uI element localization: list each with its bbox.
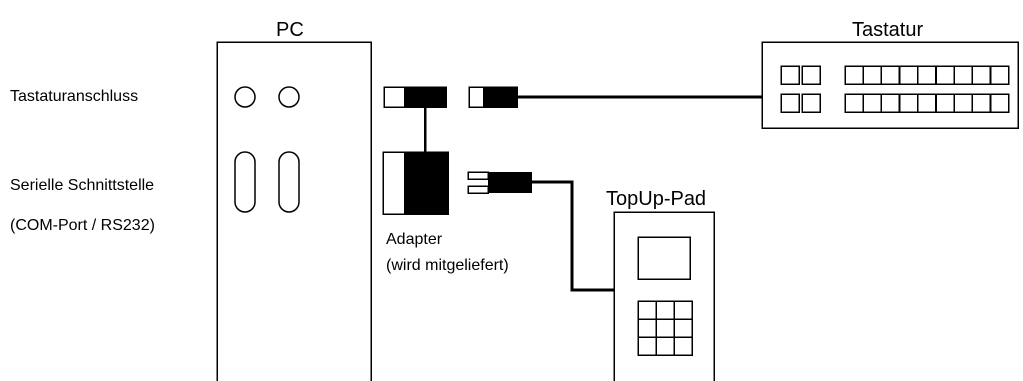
keyboard-key <box>880 93 901 113</box>
topup-pad-label: TopUp-Pad <box>606 188 707 210</box>
topup-pad-key <box>673 336 693 356</box>
adapter-label-line2: (wird mitgeliefert) <box>386 257 509 274</box>
keyboard-key <box>953 65 973 85</box>
topup-pad-key <box>637 336 657 356</box>
topup-pad-display <box>637 236 691 280</box>
serial-port-socket-left <box>234 151 256 213</box>
pc-label: PC <box>276 19 304 41</box>
keyboard-port-sockets <box>234 86 300 108</box>
pad-cable <box>532 180 614 292</box>
keyboard-key <box>935 65 955 85</box>
keyboard-key <box>917 65 937 85</box>
adapter-serial-plug <box>382 151 449 215</box>
keyboard-key <box>844 93 864 113</box>
keyboard-body <box>761 41 1019 129</box>
keyboard-key <box>971 65 992 85</box>
keyboard-port-socket-right <box>278 86 300 108</box>
keyboard-label: Tastatur <box>852 19 924 41</box>
keyboard-port-socket-left <box>234 86 256 108</box>
keyboard-key <box>844 65 864 85</box>
topup-pad-key <box>637 318 657 338</box>
keyboard-key <box>989 65 1010 85</box>
keyboard-key <box>989 93 1010 113</box>
keyboard-keys <box>780 65 1010 113</box>
keyboard-key <box>801 93 821 113</box>
adapter-label-line1: Adapter <box>386 231 443 248</box>
topup-pad-keypad <box>637 300 693 356</box>
keyboard-key <box>862 93 882 113</box>
topup-pad-key <box>637 300 657 320</box>
keyboard-key <box>935 93 955 113</box>
keyboard-key <box>898 93 919 113</box>
pc-tower <box>216 41 372 381</box>
topup-pad-key <box>673 300 693 320</box>
serial-port-socket-right <box>278 151 300 213</box>
topup-pad-key <box>655 318 675 338</box>
keyboard-key <box>780 93 800 113</box>
keyboard <box>761 41 1019 129</box>
topup-pad <box>613 211 715 381</box>
serial-port-label-line2: (COM-Port / RS232) <box>10 217 155 234</box>
keyboard-port-label: Tastaturanschluss <box>10 88 139 105</box>
adapter-keyboard-plug <box>383 86 447 108</box>
serial-port-label-line1: Serielle Schnittstelle <box>10 177 155 194</box>
pad-cable-plug <box>467 171 532 194</box>
keyboard-key <box>953 93 973 113</box>
topup-pad-key <box>673 318 693 338</box>
topup-pad-body <box>613 211 715 381</box>
keyboard-cable-plug <box>468 86 518 108</box>
keyboard-key <box>801 65 821 85</box>
keyboard-key <box>917 93 937 113</box>
keyboard-key <box>898 65 919 85</box>
keyboard-key <box>971 93 992 113</box>
keyboard-key <box>780 65 800 85</box>
keyboard-key <box>862 65 882 85</box>
serial-port-sockets <box>234 151 300 213</box>
topup-pad-key <box>655 300 675 320</box>
keyboard-key <box>880 65 901 85</box>
topup-pad-key <box>655 336 675 356</box>
